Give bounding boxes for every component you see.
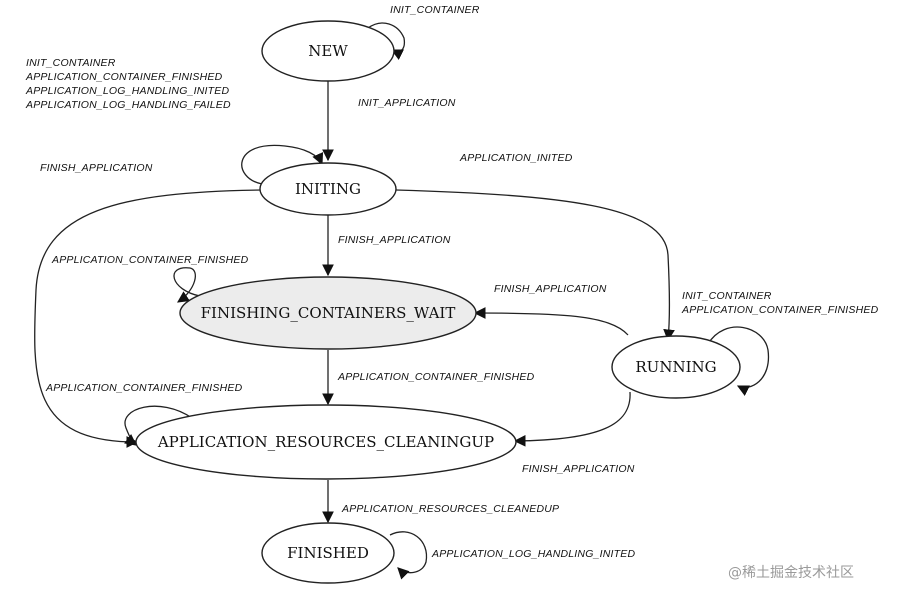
edge-finishing-self (173, 267, 201, 303)
label-finishing-self: APPLICATION_CONTAINER_FINISHED (51, 254, 249, 266)
label-new-self: INIT_CONTAINER (390, 4, 480, 16)
watermark: @稀土掘金技术社区 (728, 565, 854, 581)
edge-finished-self (389, 531, 428, 580)
state-finished: FINISHED (261, 522, 395, 584)
label-initing-self-1: APPLICATION_CONTAINER_FINISHED (25, 71, 223, 83)
edge-initing-to-cleaningup (34, 189, 263, 448)
state-new-label: NEW (308, 42, 348, 60)
label-initing-self-2: APPLICATION_LOG_HANDLING_INITED (25, 85, 229, 97)
state-initing-label: INITING (295, 180, 361, 198)
state-running: RUNNING (611, 335, 741, 399)
label-initing-to-running: APPLICATION_INITED (459, 152, 573, 164)
state-running-label: RUNNING (635, 358, 716, 376)
state-finishing-label: FINISHING_CONTAINERS_WAIT (201, 304, 456, 322)
label-finishing-to-cleaningup: APPLICATION_CONTAINER_FINISHED (337, 371, 535, 383)
label-finished-self: APPLICATION_LOG_HANDLING_INITED (431, 548, 635, 560)
state-finished-label: FINISHED (287, 544, 369, 562)
state-finishing-containers-wait: FINISHING_CONTAINERS_WAIT (179, 276, 477, 350)
label-cleaningup-self: APPLICATION_CONTAINER_FINISHED (45, 382, 243, 394)
label-running-self-0: INIT_CONTAINER (682, 290, 772, 302)
label-new-to-initing: INIT_APPLICATION (358, 97, 456, 109)
edge-running-to-finishing (473, 307, 629, 336)
state-new: NEW (261, 20, 395, 82)
edge-cleaningup-self (124, 405, 193, 446)
label-cleaningup-to-finished: APPLICATION_RESOURCES_CLEANEDUP (341, 503, 559, 515)
state-cleaningup-label: APPLICATION_RESOURCES_CLEANINGUP (157, 433, 494, 451)
label-running-self-1: APPLICATION_CONTAINER_FINISHED (681, 304, 879, 316)
state-application-resources-cleaningup: APPLICATION_RESOURCES_CLEANINGUP (135, 404, 517, 480)
state-initing: INITING (259, 162, 397, 216)
edge-new-self (367, 22, 406, 60)
label-running-to-cleaningup: FINISH_APPLICATION (522, 463, 635, 475)
edge-running-to-cleaningup (513, 391, 631, 447)
edge-running-self (707, 326, 770, 396)
label-initing-to-finishing: FINISH_APPLICATION (338, 234, 451, 246)
label-initing-self-0: INIT_CONTAINER (26, 57, 116, 69)
edge-initing-self (241, 144, 324, 185)
edge-initing-to-running (395, 189, 675, 342)
label-running-to-finishing: FINISH_APPLICATION (494, 283, 607, 295)
label-initing-to-cleaningup: FINISH_APPLICATION (40, 162, 153, 174)
label-initing-self-3: APPLICATION_LOG_HANDLING_FAILED (25, 99, 231, 111)
